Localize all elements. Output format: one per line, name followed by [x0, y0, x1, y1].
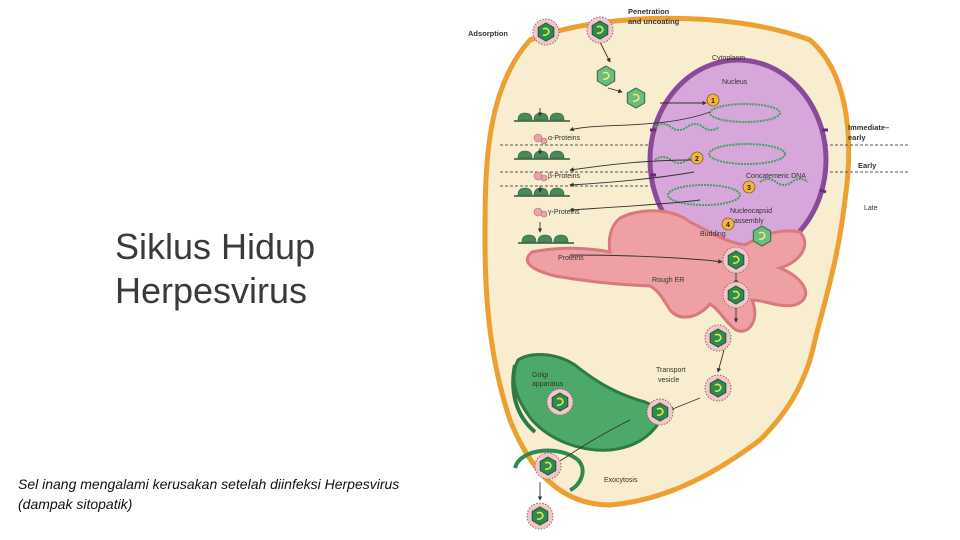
label-budding: Budding [700, 231, 726, 238]
virion-er-1 [722, 281, 750, 309]
slide-caption-line-1: Sel inang mengalami kerusakan setelah di… [18, 476, 400, 492]
label-golgi-line-2: apparatus [532, 381, 564, 388]
capsid-cytoplasm [596, 65, 616, 87]
label-concatemeric-dna: Concatemeric DNA [746, 173, 806, 180]
viral-dna [654, 103, 809, 206]
ribosome-beta [513, 150, 571, 160]
label-transport-vesicle-line-2: vesicle [658, 377, 680, 384]
virion-golgi-1 [546, 388, 574, 416]
virion-er-2 [704, 324, 732, 352]
label-rough-er: Rough ER [652, 277, 684, 284]
capsid-nuclear-pore [626, 87, 646, 109]
label-penetration-line-1: Penetration [628, 7, 670, 16]
step-3-marker: 3 [742, 180, 756, 194]
label-beta-proteins: β-Proteins [548, 173, 581, 180]
slide-caption: Sel inang mengalami kerusakan setelah di… [18, 474, 488, 514]
label-transport-vesicle-line-1: Transport [656, 367, 686, 374]
label-early: Early [858, 161, 877, 170]
virion-exocytosis [534, 452, 562, 480]
virion-transport-vesicle [704, 374, 732, 402]
step-2-label: 2 [695, 156, 699, 163]
label-golgi-line-1: Golgi [532, 372, 549, 379]
label-cytoplasm: Cytoplasm [712, 55, 745, 62]
ribosome-gamma [513, 187, 571, 197]
label-gamma-proteins: γ-Proteins [548, 209, 580, 216]
label-immediate-early-line-1: Immediate– [848, 123, 889, 132]
slide-title-line-1: Siklus Hidup [115, 226, 316, 267]
label-nucleus: Nucleus [722, 79, 748, 86]
virion-budding [722, 246, 750, 274]
label-penetration-line-2: and uncoating [628, 17, 680, 26]
golgi-apparatus [512, 353, 662, 452]
protein-blobs [533, 133, 548, 218]
step-1-marker: 1 [706, 93, 720, 107]
step-4-label: 4 [726, 222, 730, 229]
label-proteins: Proteins [558, 255, 584, 262]
label-exocytosis: Exocytosis [604, 477, 638, 484]
slide-title-line-2: Herpesvirus [115, 270, 308, 311]
label-alpha-proteins: α-Proteins [548, 135, 581, 142]
virion-golgi-2 [646, 398, 674, 426]
virion-penetration [586, 16, 614, 44]
capsid-nucleus [752, 225, 772, 247]
label-late: Late [864, 205, 878, 212]
step-1-label: 1 [711, 98, 715, 105]
ribosome-alpha [513, 112, 571, 122]
label-nucleocapsid-line-2: assembly [734, 218, 764, 225]
ribosome-er [517, 234, 575, 244]
label-nucleocapsid-line-1: Nucleocapsid [730, 208, 772, 215]
slide-title: Siklus Hidup Herpesvirus [115, 225, 415, 313]
step-3-label: 3 [747, 185, 751, 192]
herpesvirus-life-cycle-diagram: 1 2 3 4 Adsorption Penetration and uncoa… [468, 7, 910, 530]
slide-caption-line-2: (dampak sitopatik) [18, 496, 133, 512]
step-2-marker: 2 [690, 151, 704, 165]
label-immediate-early-line-2: early [848, 133, 866, 142]
label-adsorption: Adsorption [468, 29, 508, 38]
virion-released [526, 502, 554, 530]
step-4-marker: 4 [721, 217, 735, 231]
exocytosis-membrane [513, 448, 585, 492]
golgi-membrane [511, 364, 537, 434]
virion-adsorption [532, 18, 560, 46]
